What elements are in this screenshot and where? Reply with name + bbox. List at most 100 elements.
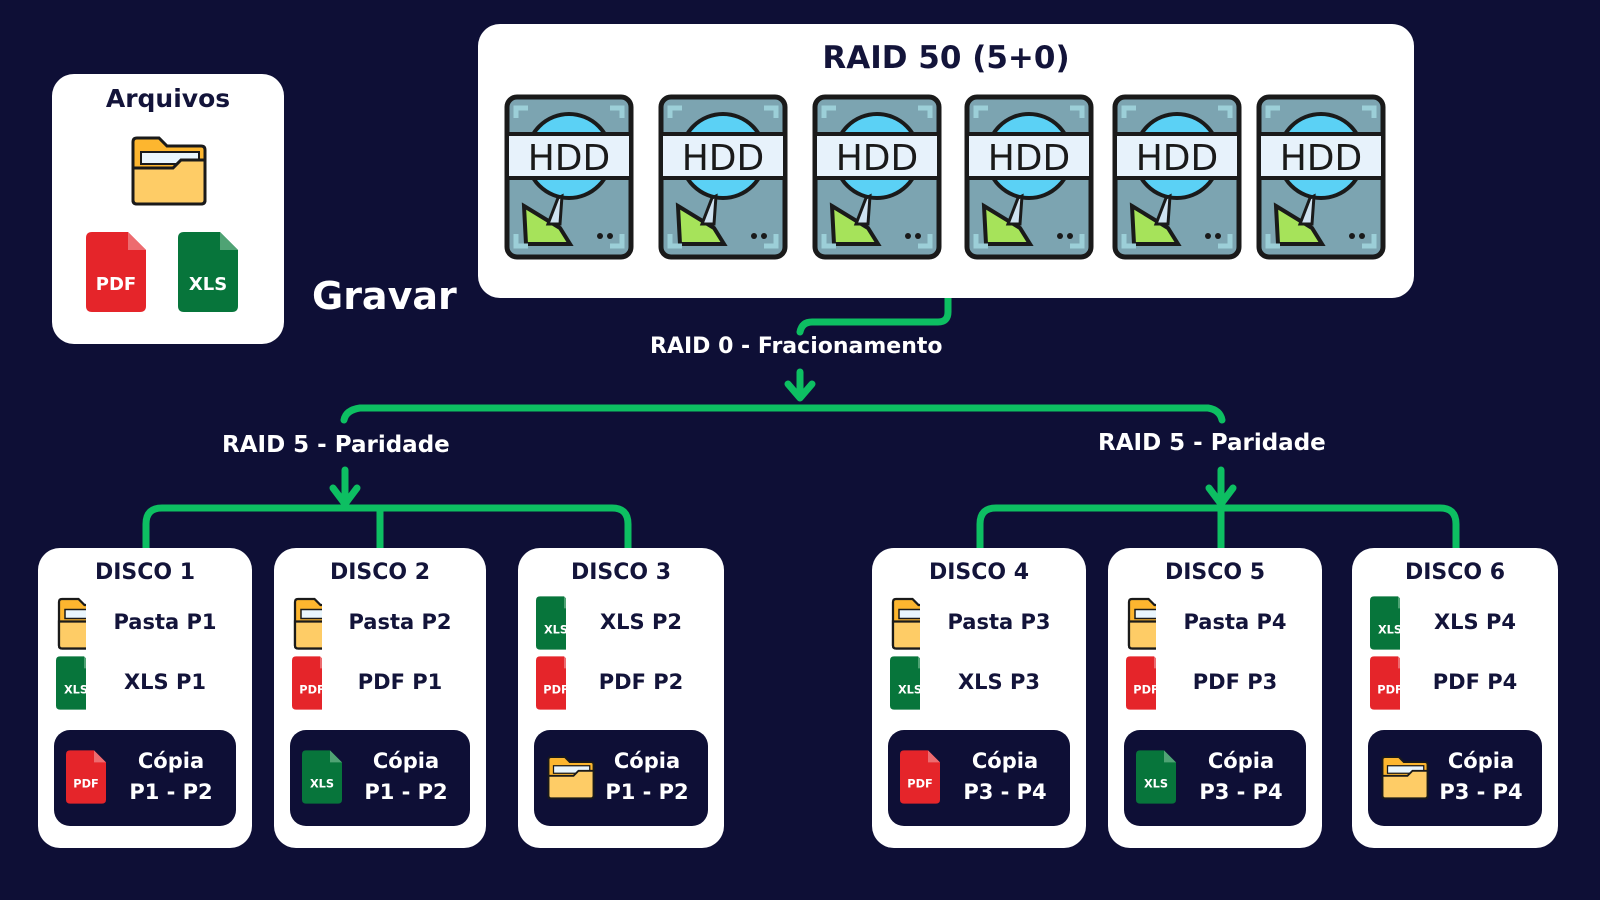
raid50-array-card: RAID 50 (5+0) HDD HDD	[478, 24, 1414, 298]
copy-title: Cópia	[372, 749, 440, 773]
pdf-file-icon: PDF	[1126, 656, 1156, 710]
copy-range: P3 - P4	[963, 780, 1047, 804]
parity-copy-box: XLS Cópia P1 - P2	[290, 730, 470, 826]
disk-row-label: Pasta P1	[113, 610, 217, 634]
disk-row-label: PDF P2	[598, 670, 684, 694]
pdf-file-icon: PDF	[1370, 656, 1400, 710]
copy-title: Cópia	[613, 749, 681, 773]
disk-title: DISCO 4	[928, 560, 1030, 585]
svg-text:PDF: PDF	[1377, 683, 1400, 697]
parity-copy-box: Cópia P1 - P2	[534, 730, 708, 826]
disk-row-label: Pasta P2	[348, 610, 452, 634]
xls-file-icon: XLS	[1136, 750, 1176, 804]
svg-text:PDF: PDF	[73, 777, 98, 791]
raid0-label: RAID 0 - Fracionamento	[650, 334, 943, 359]
disk-card: DISCO 2 Pasta P2 PDF PDF P1 XLS Cópia P1 - P2	[274, 548, 486, 848]
disk-card: DISCO 6 XLS XLS P4 PDF PDF P4 Cópia P3 - P4	[1352, 548, 1558, 848]
copy-text: Cópia P3 - P4	[944, 746, 1066, 808]
bracket-stripe	[340, 404, 1226, 424]
svg-text:XLS: XLS	[1378, 623, 1400, 637]
disk-row-label: XLS P4	[1433, 610, 1516, 634]
pdf-file-icon: PDF	[86, 232, 146, 312]
svg-text:PDF: PDF	[543, 683, 566, 697]
xls-file-icon: XLS	[536, 596, 566, 650]
disk-row-label: XLS P2	[599, 610, 682, 634]
disk-title: DISCO 5	[1164, 560, 1266, 585]
hdd-icon: HDD	[964, 94, 1094, 260]
copy-range: P3 - P4	[1199, 780, 1283, 804]
raid5-right-label: RAID 5 - Paridade	[1098, 430, 1326, 456]
xls-file-icon: XLS	[302, 750, 342, 804]
copy-range: P1 - P2	[364, 780, 448, 804]
copy-title: Cópia	[971, 749, 1039, 773]
pdf-file-icon: PDF	[536, 656, 566, 710]
hdd-icon: HDD	[812, 94, 942, 260]
disk-row-label: XLS P1	[123, 670, 206, 694]
write-action-label: Gravar	[312, 274, 457, 318]
folder-icon	[131, 136, 207, 206]
folder-icon	[1380, 754, 1430, 800]
svg-text:PDF: PDF	[907, 777, 932, 791]
arrow-parity-right	[1205, 466, 1237, 508]
arrow-parity-left	[329, 466, 361, 508]
disk-card: DISCO 4 Pasta P3 XLS XLS P3 PDF Cópia P3 - P4	[872, 548, 1086, 848]
xls-file-icon: XLS	[178, 232, 238, 312]
disk-card: DISCO 3 XLS XLS P2 PDF PDF P2 Cópia P1 - P2	[518, 548, 724, 848]
hdd-icon: HDD	[658, 94, 788, 260]
copy-text: Cópia P1 - P2	[346, 746, 466, 808]
disk-row-label: PDF P1	[357, 670, 443, 694]
hdd-label: HDD	[528, 138, 611, 179]
svg-text:XLS: XLS	[1144, 777, 1168, 791]
disk-title: DISCO 3	[570, 560, 672, 585]
hdd-icon: HDD	[1256, 94, 1386, 260]
copy-text: Cópia P1 - P2	[590, 746, 704, 808]
folder-icon	[292, 596, 322, 650]
svg-text:XLS: XLS	[544, 623, 566, 637]
hdd-icon: HDD	[1112, 94, 1242, 260]
disk-row-label: Pasta P3	[947, 610, 1051, 634]
disk-row-label: PDF P3	[1192, 670, 1278, 694]
parity-copy-box: XLS Cópia P3 - P4	[1124, 730, 1306, 826]
xls-file-icon: XLS	[890, 656, 920, 710]
pdf-file-icon: PDF	[66, 750, 106, 804]
bracket-parity-right	[976, 504, 1460, 552]
hdd-label: HDD	[1136, 138, 1219, 179]
folder-icon	[546, 754, 596, 800]
pdf-file-icon: PDF	[292, 656, 322, 710]
parity-copy-box: PDF Cópia P3 - P4	[888, 730, 1070, 826]
folder-icon	[890, 596, 920, 650]
raid50-title: RAID 50 (5+0)	[822, 40, 1070, 76]
copy-text: Cópia P3 - P4	[1180, 746, 1302, 808]
svg-text:XLS: XLS	[310, 777, 334, 791]
raid5-left-label: RAID 5 - Paridade	[222, 432, 450, 458]
pdf-file-icon: PDF	[900, 750, 940, 804]
copy-text: Cópia P3 - P4	[1424, 746, 1538, 808]
xls-file-icon: XLS	[56, 656, 86, 710]
source-title: Arquivos	[105, 84, 231, 113]
hdd-icon: HDD	[504, 94, 634, 260]
arrow-stripe	[784, 368, 816, 402]
copy-range: P1 - P2	[605, 780, 689, 804]
parity-copy-box: Cópia P3 - P4	[1368, 730, 1542, 826]
bracket-parity-left	[142, 504, 632, 552]
folder-icon	[1126, 596, 1156, 650]
hdd-label: HDD	[682, 138, 765, 179]
copy-range: P3 - P4	[1439, 780, 1523, 804]
source-files-card: Arquivos PDF XLS	[52, 74, 284, 344]
hdd-label: HDD	[836, 138, 919, 179]
disk-title: DISCO 6	[1404, 560, 1506, 585]
svg-text:XLS: XLS	[898, 683, 920, 697]
svg-text:PDF: PDF	[299, 683, 322, 697]
disk-row-label: PDF P4	[1432, 670, 1518, 694]
disk-row-label: XLS P3	[957, 670, 1040, 694]
copy-title: Cópia	[1447, 749, 1515, 773]
xls-file-icon: XLS	[1370, 596, 1400, 650]
hdd-label: HDD	[1280, 138, 1363, 179]
disk-title: DISCO 1	[94, 560, 196, 585]
copy-title: Cópia	[1207, 749, 1275, 773]
svg-text:PDF: PDF	[1133, 683, 1156, 697]
disk-title: DISCO 2	[329, 560, 431, 585]
